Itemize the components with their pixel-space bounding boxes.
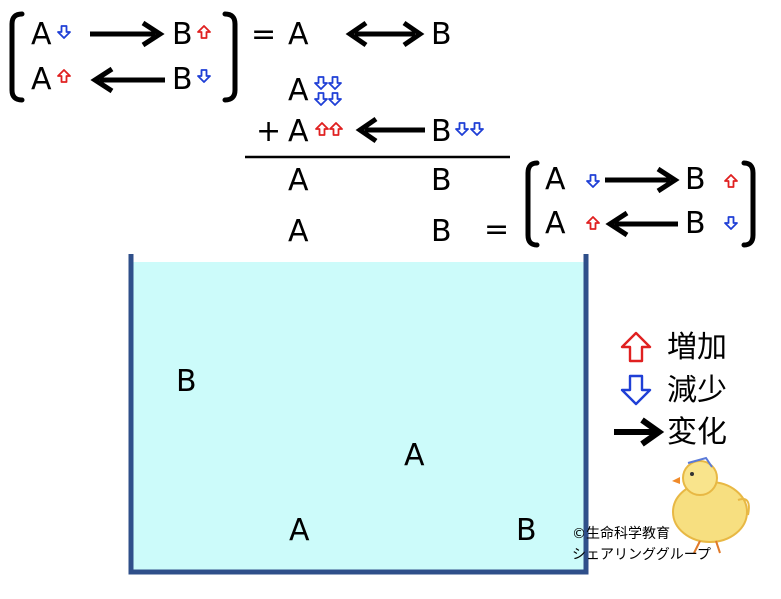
bracket-right-eq1 (222, 11, 238, 103)
eq1-bottom-right-label: B (172, 62, 193, 97)
result-row1-left-label: A (288, 163, 309, 198)
left-arrow-icon (90, 66, 165, 94)
legend-change-label: 変化 (667, 415, 727, 450)
decrease-arrow-icon (586, 174, 600, 188)
eq1-bottom-left-label: A (31, 62, 52, 97)
left-arrow-icon (605, 210, 678, 238)
eq1-equals-sign: = (251, 17, 277, 52)
tank-molecule-label: B (516, 513, 537, 548)
tank-water (131, 262, 586, 572)
sum-row2-right-label: B (431, 114, 452, 149)
bracket-bottom-right-label: B (685, 206, 706, 241)
increase-arrow-icon (586, 216, 600, 230)
legend-decrease-label: 減少 (667, 373, 727, 408)
sum-plus-sign: + (256, 114, 282, 149)
right-arrow-icon (90, 20, 165, 48)
credit-line1: ©生命科学教育 (572, 526, 670, 542)
increase-arrow-icon (724, 174, 738, 188)
eq1-top-left-label: A (31, 17, 52, 52)
bracket-left-eq2 (525, 160, 540, 248)
right-arrow-icon (605, 166, 680, 194)
bracket-top-left-label: A (545, 162, 566, 197)
tank-molecule-label: A (289, 513, 310, 548)
increase-arrow-icon (57, 69, 71, 83)
bracket-right-eq2 (741, 160, 756, 248)
tank-wall (128, 254, 589, 575)
increase-arrow-icon (197, 25, 211, 39)
bracket-bottom-left-label: A (545, 206, 566, 241)
bracket-left-eq1 (9, 11, 25, 103)
double-arrow-icon (345, 20, 425, 48)
decrease-arrow-icon (197, 69, 211, 83)
result-equals-sign: = (484, 212, 510, 247)
chick-mascot-icon (672, 456, 750, 554)
eq1-result-right-label: B (431, 17, 452, 52)
legend-increase-label: 増加 (667, 330, 727, 365)
decrease-arrow-icon (57, 25, 71, 39)
eq1-result-left-label: A (288, 17, 309, 52)
sum-row1-label: A (288, 73, 309, 108)
left-arrow-icon (355, 116, 425, 144)
decrease-arrow-group-icon (455, 122, 484, 136)
bracket-top-right-label: B (685, 162, 706, 197)
tank-molecule-label: B (176, 364, 197, 399)
legend-increase-icon (620, 331, 652, 363)
result-row1-right-label: B (431, 163, 452, 198)
increase-arrow-group-icon (315, 122, 343, 136)
tank-molecule-label: A (404, 438, 425, 473)
sum-row2-left-label: A (288, 114, 309, 149)
result-row2-right-label: B (431, 214, 452, 249)
legend-decrease-icon (620, 374, 652, 406)
decrease-arrow-group-icon (314, 76, 342, 106)
credit-line2: シェアリンググループ (572, 547, 711, 563)
decrease-arrow-icon (724, 216, 738, 230)
legend-change-arrow-icon (614, 417, 665, 447)
eq1-top-right-label: B (172, 17, 193, 52)
result-row2-left-label: A (288, 214, 309, 249)
